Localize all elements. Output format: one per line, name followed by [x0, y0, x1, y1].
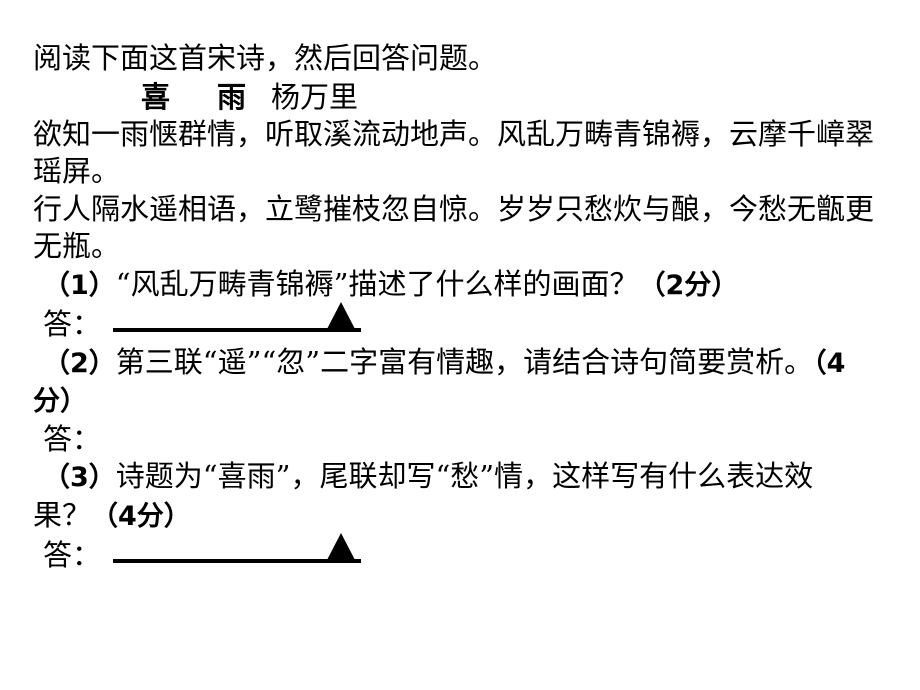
question-1-number: （1） — [43, 269, 116, 301]
question-2-marks: （4分） — [33, 347, 846, 418]
poem-author: 杨万里 — [271, 79, 359, 114]
answer-triangle-marker-icon-1 — [327, 302, 356, 329]
poem-stanza-1: 欲知一雨惬群情，听取溪流动地声。风乱万畴青锦褥，云摩千嶂翠瑶屏。 — [33, 116, 875, 189]
question-3-number: （3） — [43, 462, 116, 493]
answer-row-2[interactable]: 答： — [33, 421, 895, 459]
question-3-text: 诗题为“喜雨”，尾联却写“愁”情，这样写有什么表达效果？ — [33, 459, 814, 532]
answer-triangle-marker-icon-3 — [327, 533, 356, 560]
answer-row-3[interactable]: 答： — [33, 533, 895, 575]
answer-label-2: 答： — [43, 421, 102, 456]
question-1: （1）“风乱万畴青锦褥”描述了什么样的画面？（2分） — [33, 266, 863, 305]
answer-label-3: 答： — [43, 538, 102, 572]
question-3-marks: （4分） — [91, 500, 191, 532]
answer-row-1[interactable]: 答： — [33, 302, 895, 344]
question-3: （3）诗题为“喜雨”，尾联却写“愁”情，这样写有什么表达效果？（4分） — [33, 458, 863, 535]
answer-blank-rule-1 — [113, 328, 362, 332]
reading-prompt: 阅读下面这首宋诗，然后回答问题。 — [33, 41, 498, 75]
poem-heading: 喜 雨杨万里 — [33, 78, 895, 116]
question-2: （2）第三联“遥”“忽”二字富有情趣，请结合诗句简要赏析。（4分） — [33, 344, 863, 421]
poem-stanza-2: 行人隔水遥相语，立鹭摧枝忽自惊。岁岁只愁炊与酿，今愁无甑更无瓶。 — [33, 191, 875, 264]
question-2-text: 第三联“遥”“忽”二字富有情趣，请结合诗句简要赏析。 — [115, 344, 814, 379]
poem-title: 喜 雨 — [141, 79, 256, 114]
question-1-text: “风乱万畴青锦褥”描述了什么样的画面？ — [115, 266, 639, 301]
question-2-number: （2） — [43, 347, 116, 379]
answer-blank-3[interactable] — [113, 533, 362, 565]
answer-blank-rule-3 — [113, 559, 362, 563]
answer-label-1: 答： — [43, 307, 102, 341]
question-1-marks: （2分） — [638, 269, 739, 301]
answer-blank-1[interactable] — [113, 302, 362, 334]
slide-content: 阅读下面这首宋诗，然后回答问题。 喜 雨杨万里 欲知一雨惬群情，听取溪流动地声。… — [33, 40, 895, 575]
